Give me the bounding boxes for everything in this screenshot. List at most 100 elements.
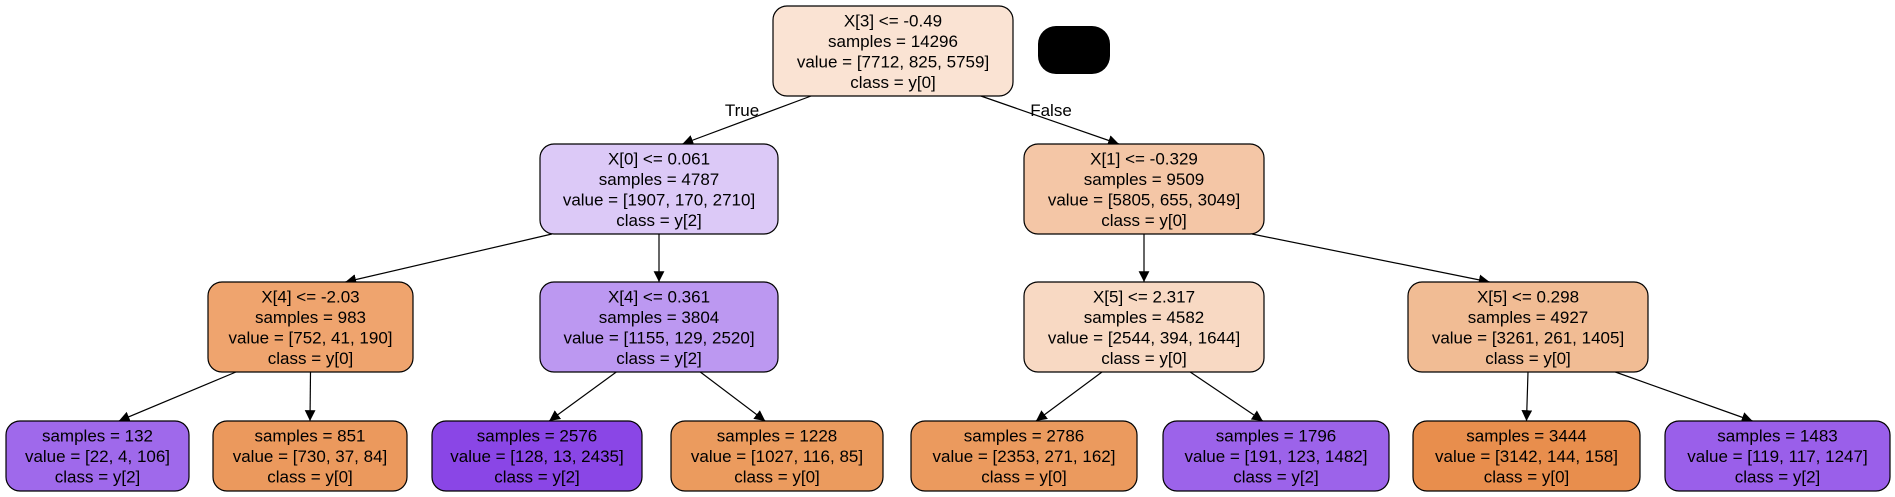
tree-node-line: value = [191, 123, 1482] <box>1185 447 1368 466</box>
tree-node-box <box>207 281 414 373</box>
tree-node-line: value = [7712, 825, 5759] <box>797 52 989 71</box>
tree-node-box <box>212 420 408 492</box>
tree-node-line: class = y[2] <box>1233 468 1319 487</box>
tree-node-line: value = [752, 41, 190] <box>229 328 393 347</box>
tree-node-line: X[5] <= 2.317 <box>1093 287 1195 306</box>
tree-node-line: samples = 851 <box>254 427 365 446</box>
tree-edge-n3-n8 <box>304 371 316 422</box>
tree-edge-n2-n6 <box>1251 233 1490 286</box>
tree-node-line: class = y[0] <box>850 73 936 92</box>
tree-node-box <box>1412 420 1641 492</box>
tree-node-line: samples = 3804 <box>599 308 720 327</box>
tree-node-line: value = [1027, 116, 85] <box>691 447 863 466</box>
tree-node-box <box>431 420 643 492</box>
tree-edge-n0-n2 <box>980 95 1120 146</box>
tree-node-line: class = y[0] <box>267 468 353 487</box>
edge-label-true: True <box>725 101 759 120</box>
tree-node-box <box>5 420 190 492</box>
tree-node-box <box>1023 143 1265 235</box>
tree-node-line: class = y[0] <box>734 468 820 487</box>
redaction-badge <box>1038 26 1110 74</box>
tree-node-line: value = [128, 13, 2435] <box>450 447 623 466</box>
tree-node-line: X[4] <= -2.03 <box>261 287 359 306</box>
tree-edge-n5-n12 <box>1189 371 1264 422</box>
tree-node-line: samples = 4787 <box>599 170 720 189</box>
tree-node-line: class = y[2] <box>55 468 141 487</box>
tree-node-line: X[3] <= -0.49 <box>844 11 942 30</box>
tree-edge-n6-n14 <box>1615 371 1753 423</box>
tree-edge-n4-n10 <box>699 371 766 422</box>
tree-node-box <box>772 5 1014 97</box>
tree-edge-n6-n13 <box>1521 371 1533 422</box>
tree-node-line: samples = 2576 <box>477 427 598 446</box>
tree-node-line: X[5] <= 0.298 <box>1477 287 1579 306</box>
tree-node-box <box>1162 420 1390 492</box>
tree-edge-n0-n1 <box>682 95 812 146</box>
tree-node-line: class = y[2] <box>616 349 702 368</box>
tree-node-line: class = y[0] <box>981 468 1067 487</box>
tree-node-line: samples = 132 <box>42 427 153 446</box>
edge-label-false: False <box>1030 101 1072 120</box>
tree-node-line: X[4] <= 0.361 <box>608 287 710 306</box>
tree-node-line: samples = 983 <box>255 308 366 327</box>
tree-node-line: class = y[2] <box>494 468 580 487</box>
tree-node-box <box>1664 420 1891 492</box>
tree-edge-n4-n9 <box>548 371 617 422</box>
tree-node-box <box>1023 281 1265 373</box>
tree-node-line: samples = 1483 <box>1717 427 1838 446</box>
tree-node-line: class = y[0] <box>268 349 354 368</box>
edges-layer <box>118 95 1753 423</box>
tree-node-line: value = [3142, 144, 158] <box>1435 447 1618 466</box>
tree-node-line: value = [3261, 261, 1405] <box>1432 328 1624 347</box>
tree-node-line: value = [5805, 655, 3049] <box>1048 190 1240 209</box>
tree-edge-n3-n7 <box>118 371 237 422</box>
tree-node-line: samples = 4927 <box>1468 308 1589 327</box>
tree-node-line: X[1] <= -0.329 <box>1090 149 1198 168</box>
tree-node-line: samples = 9509 <box>1084 170 1205 189</box>
tree-node-line: value = [119, 117, 1247] <box>1687 447 1867 466</box>
tree-edge-n1-n3 <box>345 233 553 285</box>
tree-node-box <box>910 420 1138 492</box>
tree-node-line: value = [22, 4, 106] <box>25 447 170 466</box>
tree-node-line: value = [1907, 170, 2710] <box>563 190 755 209</box>
tree-node-box <box>539 143 779 235</box>
tree-node-line: value = [1155, 129, 2520] <box>563 328 754 347</box>
tree-node-line: class = y[0] <box>1101 349 1187 368</box>
tree-node-line: samples = 4582 <box>1084 308 1205 327</box>
tree-node-line: X[0] <= 0.061 <box>608 149 710 168</box>
tree-node-line: samples = 3444 <box>1466 427 1587 446</box>
tree-node-line: value = [730, 37, 84] <box>233 447 388 466</box>
tree-node-line: value = [2544, 394, 1644] <box>1048 328 1240 347</box>
tree-node-line: class = y[2] <box>1735 468 1821 487</box>
tree-edge-n5-n11 <box>1035 371 1103 422</box>
tree-node-line: class = y[0] <box>1101 211 1187 230</box>
tree-node-line: class = y[0] <box>1485 349 1571 368</box>
tree-node-box <box>670 420 884 492</box>
tree-node-line: samples = 2786 <box>964 427 1085 446</box>
tree-node-box <box>539 281 779 373</box>
tree-node-line: value = [2353, 271, 162] <box>933 447 1116 466</box>
tree-node-line: samples = 14296 <box>828 32 958 51</box>
tree-node-line: samples = 1796 <box>1216 427 1337 446</box>
tree-node-line: class = y[2] <box>616 211 702 230</box>
edge-labels-layer: True False <box>725 101 1072 120</box>
tree-node-box <box>1407 281 1649 373</box>
tree-node-line: class = y[0] <box>1484 468 1570 487</box>
